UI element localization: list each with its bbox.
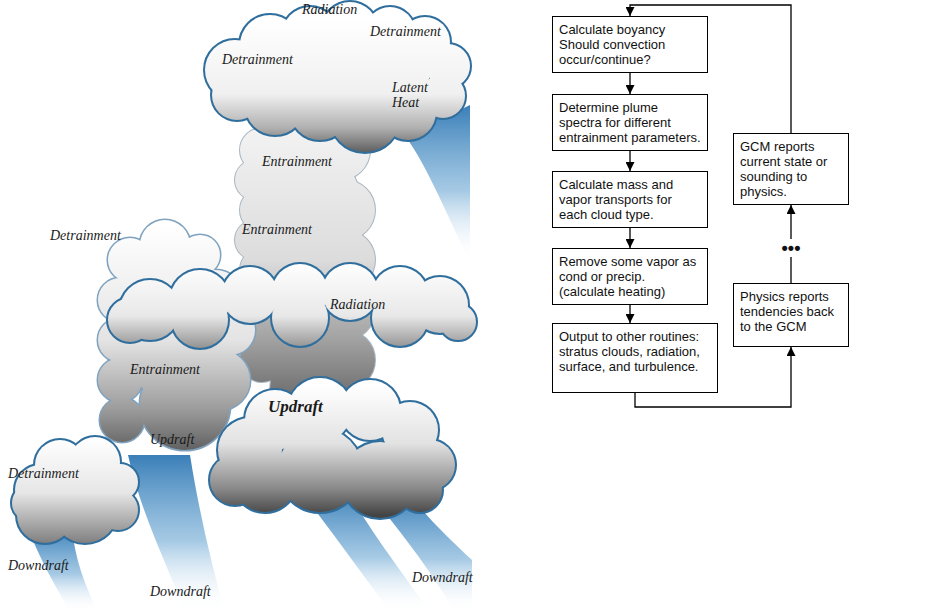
process-label: Entrainment	[242, 222, 312, 237]
process-box: Determine plume spectra for different en…	[552, 94, 708, 151]
process-label: Downdraft	[8, 558, 69, 573]
process-label: Entrainment	[262, 154, 332, 169]
edge-label: •••	[779, 239, 804, 257]
box-text: Determine plume spectra for different en…	[559, 100, 701, 145]
process-box: GCM reports current state or sounding to…	[733, 133, 849, 205]
process-label: Latent Heat	[392, 80, 440, 111]
box-text: Physics reports tendencies back to the G…	[740, 289, 842, 334]
anvil-cloud	[205, 2, 470, 152]
flow-arrow	[629, 305, 630, 323]
small-cloud	[12, 437, 138, 543]
box-text: Calculate mass and vapor transports for …	[559, 177, 701, 222]
process-label: Updraft	[150, 432, 194, 447]
process-box: Output to other routines: stratus clouds…	[552, 323, 718, 393]
process-box: Remove some vapor as cond or precip. (ca…	[552, 248, 708, 305]
flow-arrow	[629, 73, 630, 94]
process-label: Downdraft	[150, 584, 211, 599]
process-label: Detrainment	[370, 24, 441, 39]
stratus-cloud	[108, 264, 476, 348]
process-label: Entrainment	[130, 362, 200, 377]
updraft-cloud	[210, 378, 455, 518]
process-label: Downdraft	[412, 570, 473, 585]
process-box: Physics reports tendencies back to the G…	[733, 283, 849, 347]
box-text: Output to other routines: stratus clouds…	[559, 329, 711, 374]
box-text: GCM reports current state or sounding to…	[740, 139, 842, 199]
flow-arrow	[629, 151, 630, 171]
process-box: Calculate boyancy Should convection occu…	[552, 16, 708, 73]
process-label: Detrainment	[50, 228, 121, 243]
process-label: Detrainment	[222, 52, 293, 67]
process-label: Radiation	[302, 2, 357, 17]
box-text: Remove some vapor as cond or precip. (ca…	[559, 254, 701, 299]
process-label: Detrainment	[8, 466, 79, 481]
process-label: Radiation	[330, 297, 385, 312]
box-text: Calculate boyancy Should convection occu…	[559, 22, 701, 67]
process-box: Calculate mass and vapor transports for …	[552, 171, 708, 228]
flow-arrow	[629, 228, 630, 248]
process-label: Updraft	[268, 398, 323, 417]
